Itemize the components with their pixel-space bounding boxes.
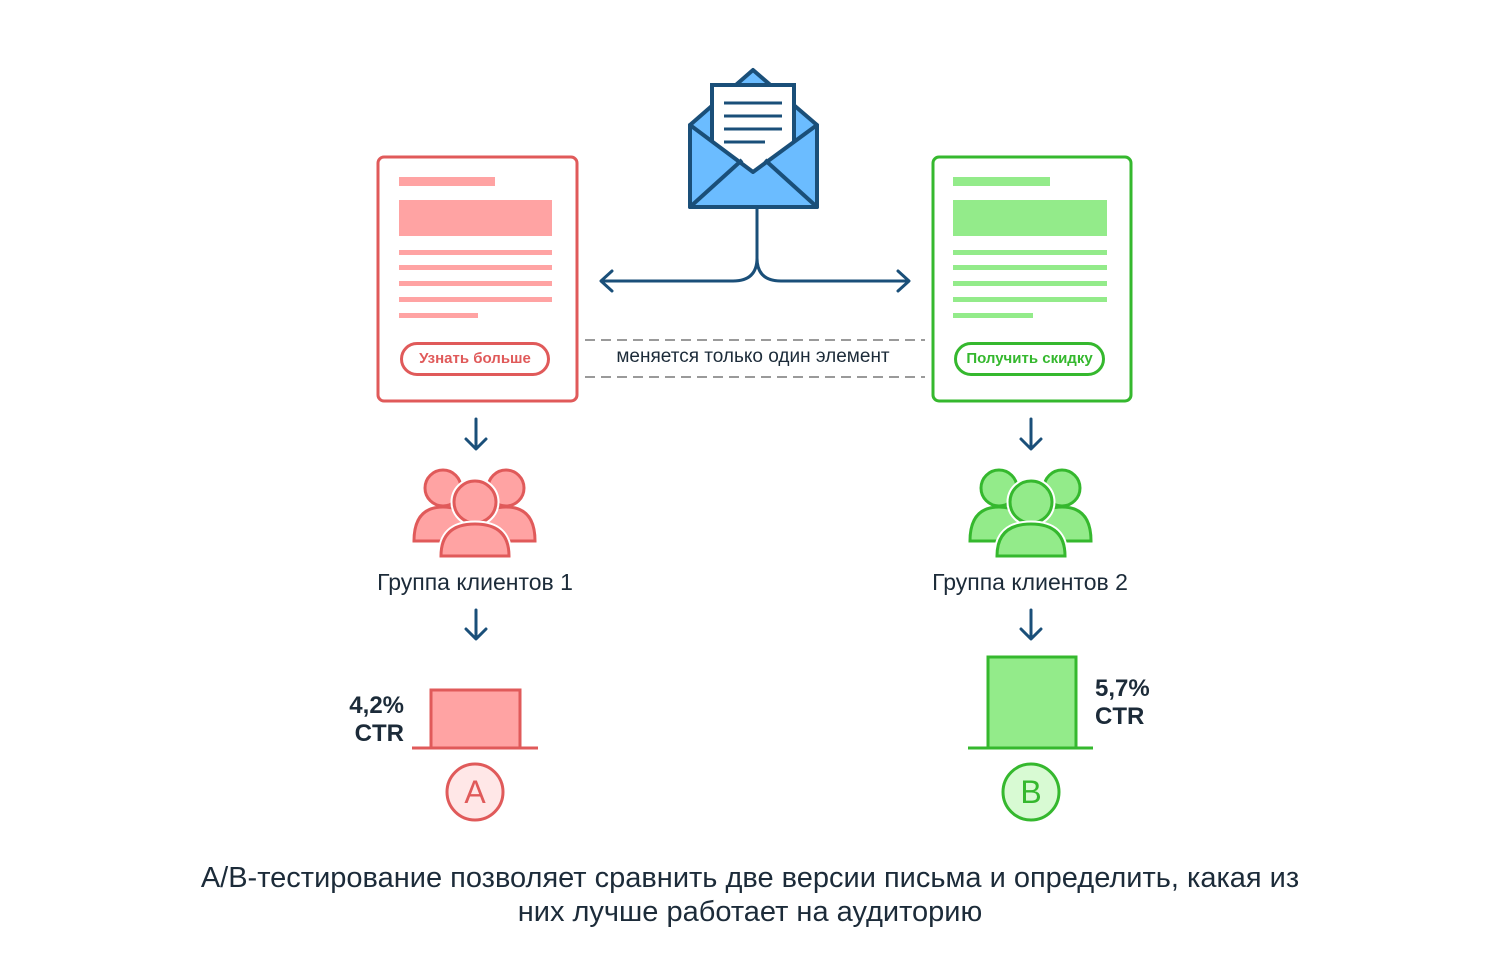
- split-arrows: [599, 206, 911, 293]
- cta-button-a: Узнать больше: [400, 342, 550, 376]
- cta-button-b: Получить скидку: [954, 342, 1105, 376]
- variant-b-badge: [1001, 762, 1061, 822]
- dashed-connectors: [585, 339, 925, 378]
- ctr-value-b: 5,7% CTR: [1095, 675, 1205, 731]
- diff-note: меняется только один элемент: [616, 346, 890, 367]
- variant-b-letter: B: [1020, 774, 1042, 810]
- group-label-b: Группа клиентов 2: [932, 569, 1128, 595]
- ctr-value-a-unit: CTR: [354, 720, 404, 747]
- group-label-a: Группа клиентов 1: [377, 569, 573, 595]
- email-card-a: [376, 155, 579, 403]
- ctr-value-b-unit: CTR: [1095, 703, 1145, 730]
- people-icon-a: [412, 468, 537, 560]
- people-icon-b: [968, 468, 1093, 560]
- email-card-b: [931, 155, 1133, 403]
- ctr-value-a-number: 4,2%: [349, 692, 404, 719]
- down-arrows: [464, 417, 1043, 641]
- caption: A/B-тестирование позволяет сравнить две …: [200, 862, 1300, 928]
- envelope-open-icon: [688, 68, 819, 209]
- variant-a-badge: [445, 762, 505, 822]
- ctr-bar-a: [412, 688, 538, 750]
- ctr-value-a: 4,2% CTR: [300, 692, 404, 748]
- ctr-bar-b: [968, 655, 1093, 750]
- variant-a-letter: A: [464, 774, 486, 810]
- ctr-value-b-number: 5,7%: [1095, 675, 1150, 702]
